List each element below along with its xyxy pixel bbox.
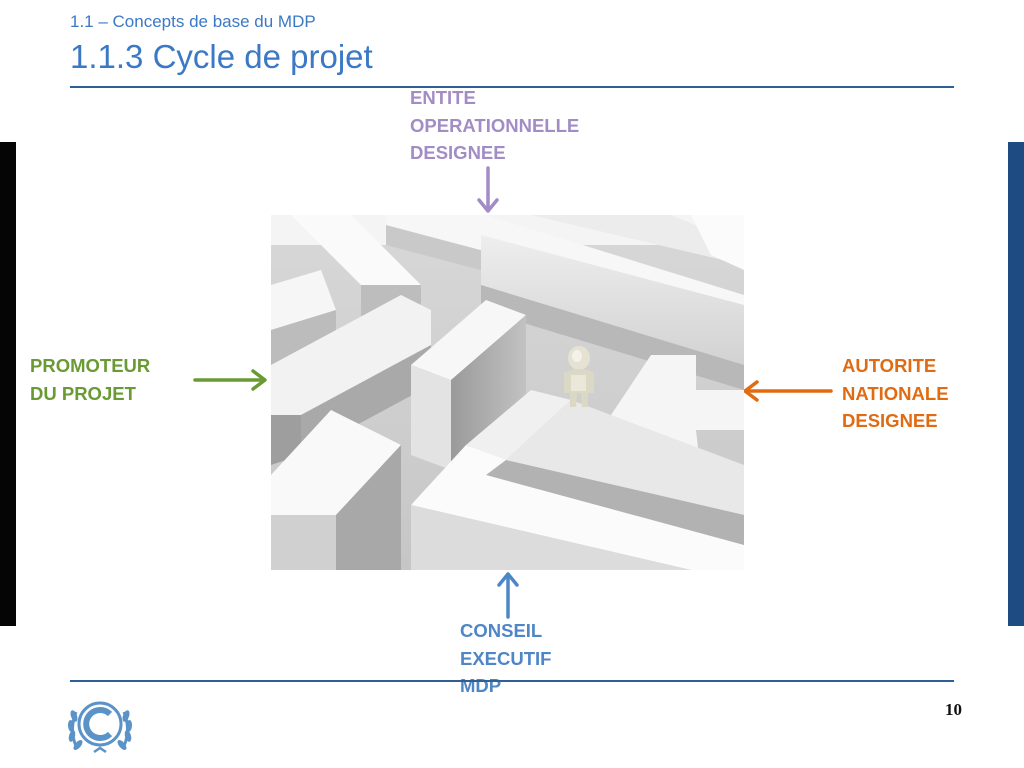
label-line: DU PROJET bbox=[30, 382, 136, 404]
slide-title: 1.1.3 Cycle de projet bbox=[70, 38, 373, 75]
label-line: DESIGNEE bbox=[842, 410, 938, 431]
label-line: MDP bbox=[460, 675, 502, 696]
label-line: PROMOTEUR bbox=[30, 355, 151, 376]
unfccc-logo bbox=[67, 701, 133, 754]
arrow-left-icon bbox=[743, 380, 833, 402]
header-divider bbox=[70, 86, 954, 88]
maze-image bbox=[271, 215, 744, 570]
label-line: DESIGNEE bbox=[410, 142, 506, 163]
arrow-right-icon bbox=[193, 369, 267, 391]
arrow-down-icon bbox=[477, 166, 499, 213]
label-autorite-nationale-designee: AUTORITE NATIONALE DESIGNEE bbox=[842, 352, 949, 435]
label-line: NATIONALE bbox=[842, 382, 949, 404]
right-side-bar bbox=[1008, 142, 1024, 626]
section-subtitle: 1.1 – Concepts de base du MDP bbox=[70, 12, 316, 31]
label-promoteur-du-projet: PROMOTEUR DU PROJET bbox=[30, 352, 150, 407]
label-entite-operationnelle-designee: ENTITE OPERATIONNELLE DESIGNEE bbox=[410, 84, 579, 167]
label-line: EXECUTIF bbox=[460, 647, 552, 669]
label-line: ENTITE bbox=[410, 87, 476, 108]
label-line: OPERATIONNELLE bbox=[410, 114, 580, 136]
label-line: AUTORITE bbox=[842, 355, 937, 376]
label-line: CONSEIL bbox=[460, 620, 543, 641]
arrow-up-icon bbox=[497, 572, 519, 619]
page-number: 10 bbox=[945, 700, 962, 719]
footer-divider bbox=[70, 680, 954, 682]
label-conseil-executif-mdp: CONSEIL EXECUTIF MDP bbox=[460, 617, 551, 700]
left-side-bar bbox=[0, 142, 16, 626]
